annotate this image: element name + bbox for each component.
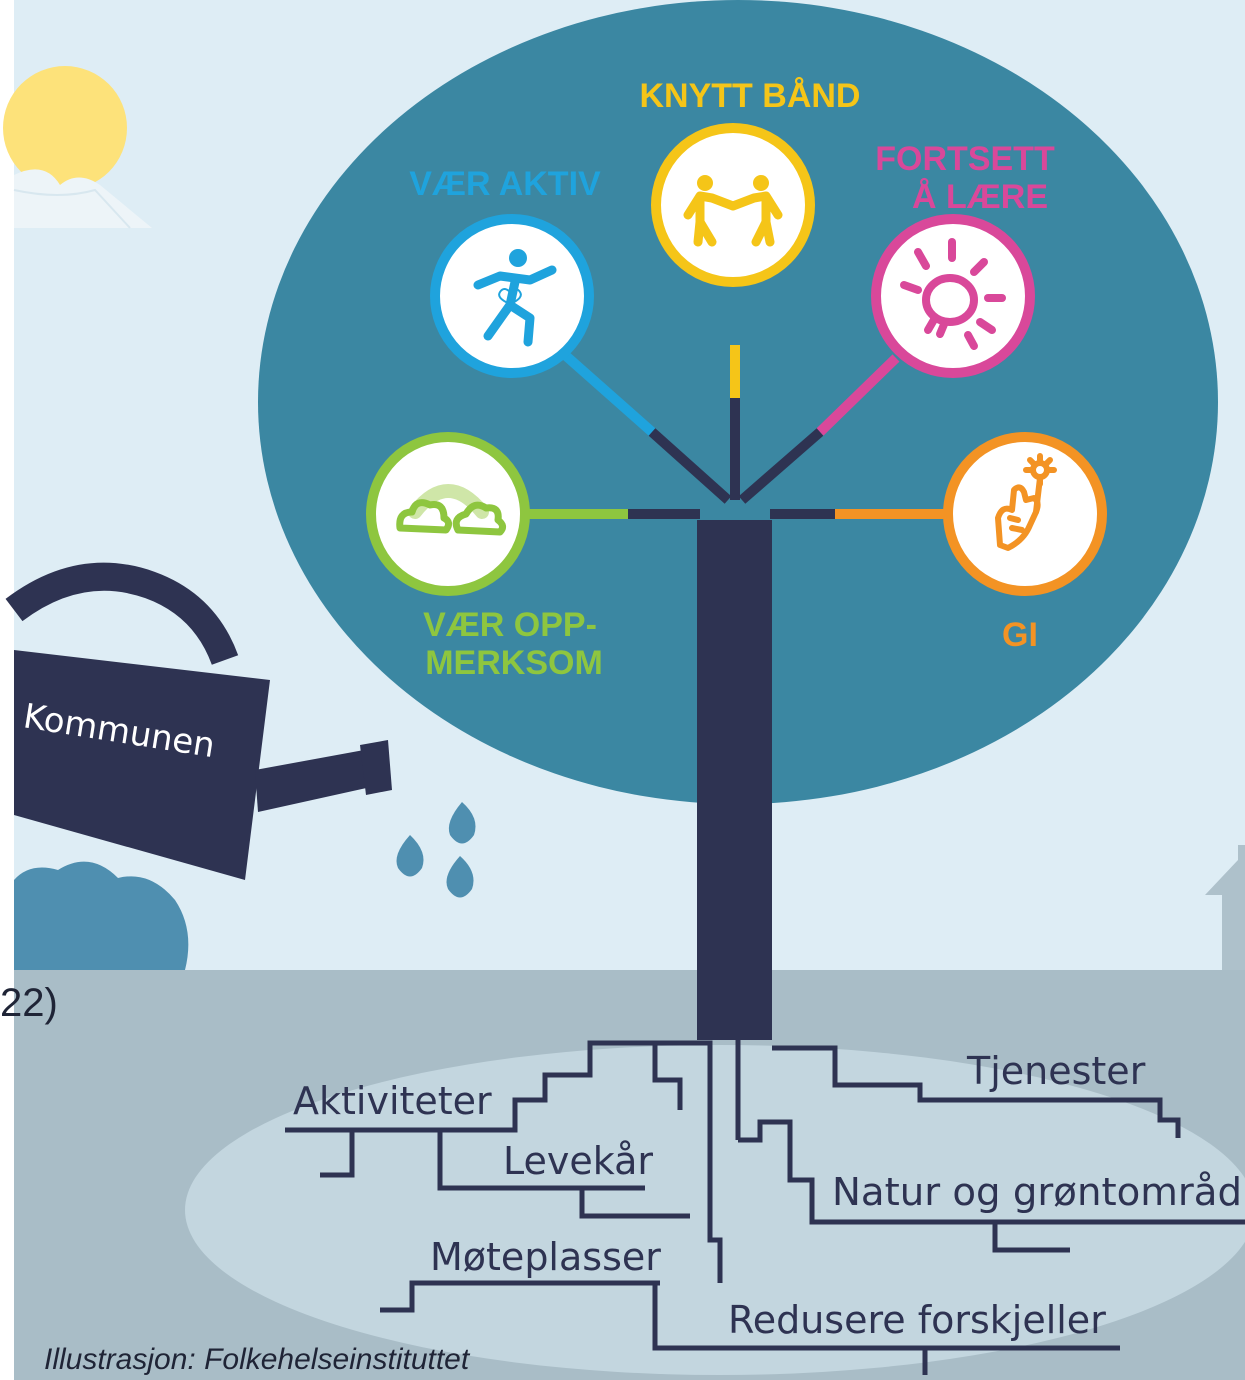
- label-gi: GI: [1002, 616, 1038, 654]
- light-bulb-icon: [900, 238, 1006, 350]
- branch-lines: [520, 345, 946, 519]
- sun-icon: [3, 66, 152, 229]
- label-vaer-opp-line1: VÆR OPP-: [423, 606, 597, 644]
- running-person-icon: [473, 249, 557, 347]
- cutoff-text: 22): [0, 981, 58, 1025]
- label-vaer-aktiv: VÆR AKTIV: [409, 165, 601, 203]
- clouds-rainbow-icon: [396, 484, 507, 536]
- illustration-credit: Illustrasjon: Folkehelseinstituttet: [44, 1343, 470, 1376]
- label-knytt-band: KNYTT BÅND: [640, 77, 861, 115]
- raindrop-icon: [446, 856, 474, 898]
- house-icon: [1205, 845, 1245, 970]
- circle-vaer-oppmerksom: [366, 432, 530, 596]
- raindrop-icon: [448, 802, 476, 844]
- label-fortsett-line2: Å LÆRE: [912, 178, 1048, 216]
- cloud-icon: [14, 861, 189, 970]
- root-label-natur: Natur og grøntområd: [832, 1170, 1242, 1214]
- watering-can-icon: Kommunen: [5, 562, 392, 880]
- raindrops: [396, 802, 476, 898]
- people-holding-hands-icon: [683, 175, 783, 247]
- circle-fortsett: [871, 214, 1035, 378]
- circle-vaer-aktiv: [430, 214, 594, 378]
- label-fortsett-line1: FORTSETT: [875, 140, 1055, 178]
- label-vaer-opp-line2: MERKSOM: [425, 644, 603, 682]
- circle-gi: [943, 432, 1107, 596]
- raindrop-icon: [396, 835, 424, 877]
- root-label-tjenester: Tjenester: [966, 1049, 1146, 1093]
- root-label-redusere: Redusere forskjeller: [728, 1298, 1106, 1342]
- hand-giving-flower-icon: [995, 453, 1057, 551]
- circle-knytt-band: [651, 123, 815, 287]
- root-label-aktiviteter: Aktiviteter: [293, 1079, 492, 1123]
- root-label-levekar: Levekår: [503, 1139, 653, 1183]
- root-label-moteplasser: Møteplasser: [430, 1235, 661, 1279]
- tree-trunk: [697, 520, 772, 1040]
- root-lines: [285, 1040, 1245, 1375]
